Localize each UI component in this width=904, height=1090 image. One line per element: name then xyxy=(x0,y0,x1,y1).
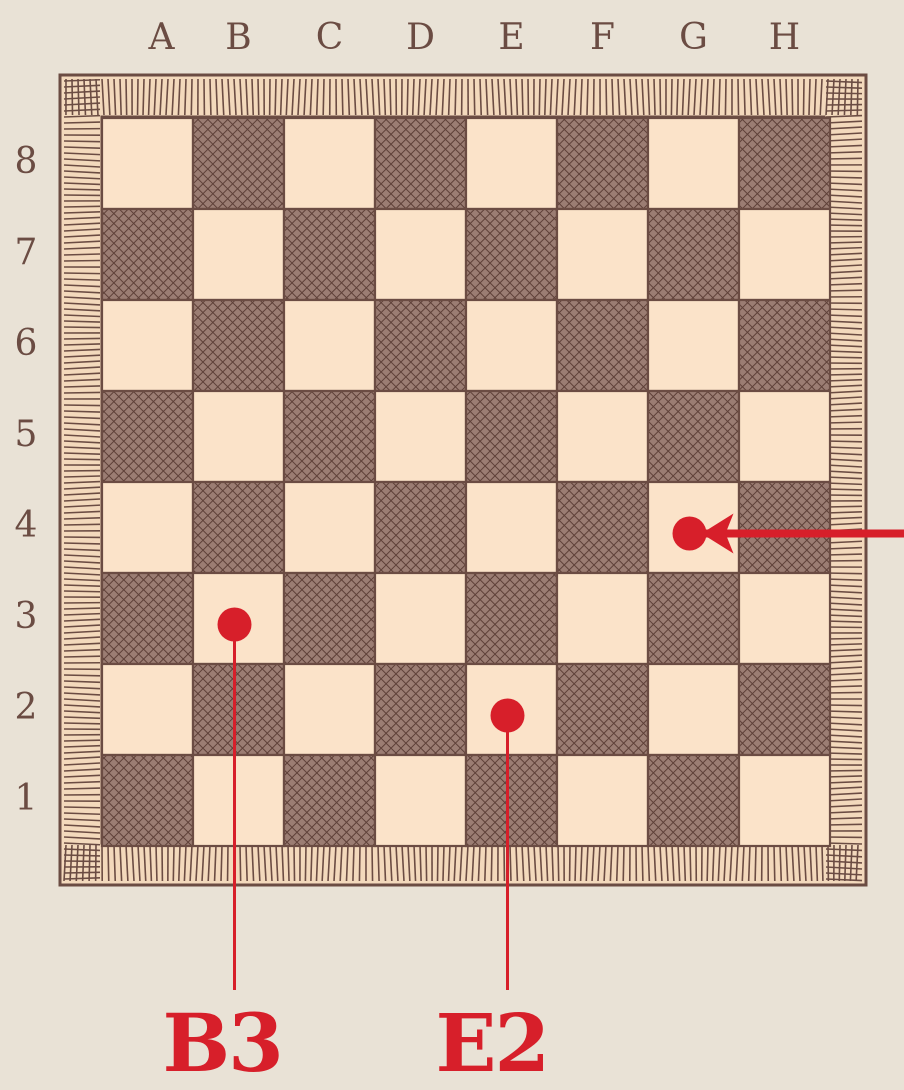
square-d8 xyxy=(375,118,466,209)
square-d2 xyxy=(375,664,466,755)
square-h5 xyxy=(739,391,830,482)
square-d3 xyxy=(375,573,466,664)
square-e7 xyxy=(466,209,557,300)
rank-label-6: 6 xyxy=(6,326,46,362)
callout-label-e2: E2 xyxy=(436,1003,549,1083)
square-d5 xyxy=(375,391,466,482)
file-label-e: E xyxy=(482,20,542,56)
square-c8 xyxy=(284,118,375,209)
square-d4 xyxy=(375,482,466,573)
rank-label-4: 4 xyxy=(6,508,46,544)
square-e3 xyxy=(466,573,557,664)
square-b4 xyxy=(193,482,284,573)
file-label-h: H xyxy=(755,20,815,56)
square-c7 xyxy=(284,209,375,300)
file-label-f: F xyxy=(573,20,633,56)
file-label-d: D xyxy=(391,20,451,56)
square-a4 xyxy=(102,482,193,573)
square-f3 xyxy=(557,573,648,664)
marker-dot-e2 xyxy=(491,699,525,733)
square-e1 xyxy=(466,755,557,846)
file-label-g: G xyxy=(664,20,724,56)
marker-dot-g4 xyxy=(673,517,707,551)
file-label-a: A xyxy=(132,20,192,56)
callout-label-b3: B3 xyxy=(163,1003,282,1083)
square-b5 xyxy=(193,391,284,482)
square-g6 xyxy=(648,300,739,391)
square-f5 xyxy=(557,391,648,482)
square-b8 xyxy=(193,118,284,209)
square-e4 xyxy=(466,482,557,573)
rank-label-7: 7 xyxy=(6,235,46,271)
square-g2 xyxy=(648,664,739,755)
square-a7 xyxy=(102,209,193,300)
marker-dot-b3 xyxy=(218,608,252,642)
square-g5 xyxy=(648,391,739,482)
square-c1 xyxy=(284,755,375,846)
square-c3 xyxy=(284,573,375,664)
square-d7 xyxy=(375,209,466,300)
square-a8 xyxy=(102,118,193,209)
square-a5 xyxy=(102,391,193,482)
file-label-c: C xyxy=(300,20,360,56)
square-b1 xyxy=(193,755,284,846)
square-h1 xyxy=(739,755,830,846)
square-b7 xyxy=(193,209,284,300)
square-f7 xyxy=(557,209,648,300)
square-b6 xyxy=(193,300,284,391)
square-a3 xyxy=(102,573,193,664)
rank-label-2: 2 xyxy=(6,690,46,726)
square-h4 xyxy=(739,482,830,573)
rank-label-8: 8 xyxy=(6,144,46,180)
square-f8 xyxy=(557,118,648,209)
square-d6 xyxy=(375,300,466,391)
square-g1 xyxy=(648,755,739,846)
square-a1 xyxy=(102,755,193,846)
square-b2 xyxy=(193,664,284,755)
square-d1 xyxy=(375,755,466,846)
square-f6 xyxy=(557,300,648,391)
square-h8 xyxy=(739,118,830,209)
square-h7 xyxy=(739,209,830,300)
square-f2 xyxy=(557,664,648,755)
square-g7 xyxy=(648,209,739,300)
square-a6 xyxy=(102,300,193,391)
square-h3 xyxy=(739,573,830,664)
rank-label-3: 3 xyxy=(6,599,46,635)
rank-label-5: 5 xyxy=(6,417,46,453)
square-e6 xyxy=(466,300,557,391)
square-c2 xyxy=(284,664,375,755)
square-f4 xyxy=(557,482,648,573)
square-c6 xyxy=(284,300,375,391)
square-h2 xyxy=(739,664,830,755)
square-g3 xyxy=(648,573,739,664)
square-c5 xyxy=(284,391,375,482)
file-label-b: B xyxy=(209,20,269,56)
square-e8 xyxy=(466,118,557,209)
square-h6 xyxy=(739,300,830,391)
square-e5 xyxy=(466,391,557,482)
square-c4 xyxy=(284,482,375,573)
square-f1 xyxy=(557,755,648,846)
square-a2 xyxy=(102,664,193,755)
square-g8 xyxy=(648,118,739,209)
rank-label-1: 1 xyxy=(6,781,46,817)
board-squares xyxy=(102,118,830,846)
